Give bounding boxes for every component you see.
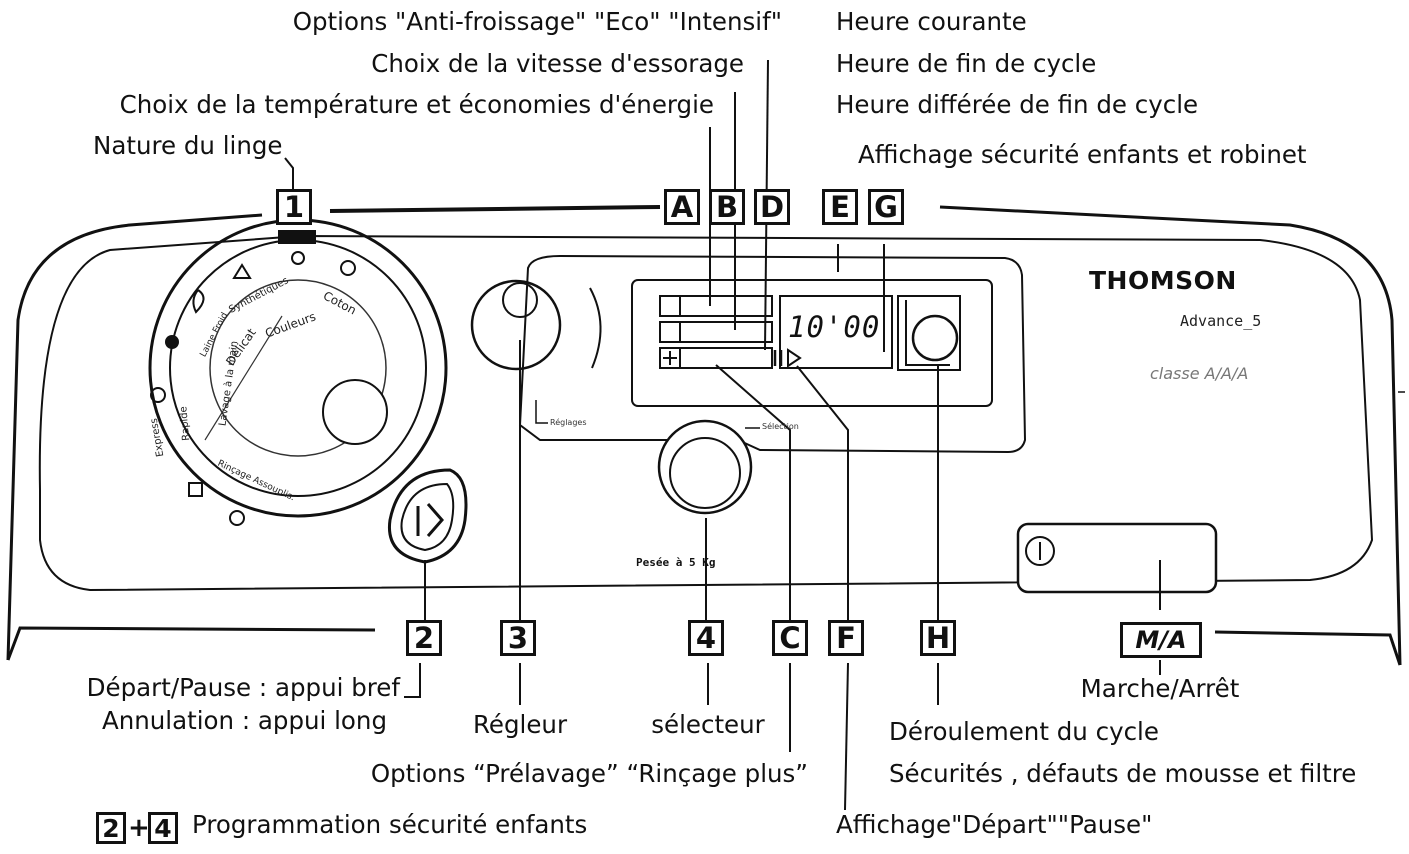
label-current-time: Heure courante [836, 7, 1027, 36]
callout-box-E: E [822, 189, 858, 225]
leader-lines [284, 59, 1161, 811]
callout-box-1: 1 [276, 189, 312, 225]
label-selector: sélecteur [651, 710, 765, 739]
lcd-icon-plus [659, 347, 681, 369]
machine-top-outline [6, 213, 263, 661]
leader-F [796, 365, 849, 625]
dial-symbol-2 [291, 251, 305, 265]
callout-box-F: F [828, 620, 864, 656]
label-regulator: Régleur [472, 710, 568, 739]
callout-box-MA: M/A [1120, 622, 1202, 658]
display-housing [518, 254, 1027, 454]
plus-sign: + [128, 813, 150, 843]
regulator-arc-arrow [589, 287, 602, 369]
program-dial-ring [169, 239, 427, 497]
selector-knob-inner [669, 437, 741, 509]
callout-box-2-small: 2 [96, 812, 126, 844]
regulator-reglages-bracket [535, 400, 548, 424]
label-display-start-pause: Affichage"Départ""Pause" [836, 810, 1153, 839]
callout-box-B: B [709, 189, 745, 225]
dial-symbol-spiral [229, 510, 245, 526]
weighing-label: Pesée à 5 Kg [636, 556, 716, 569]
leader-C [715, 364, 791, 625]
inner-panel-outline [38, 234, 1374, 592]
program-dial-knob [322, 379, 388, 445]
callout-box-G: G [868, 189, 904, 225]
label-child-lock-prog: Programmation sécurité enfants [192, 810, 588, 839]
lcd-drum-icon [911, 314, 959, 362]
selection-label: Sélection [762, 422, 799, 431]
brand-logo: THOMSON [1089, 266, 1237, 295]
dial-symbol-grid [188, 482, 203, 497]
callout-box-4-small: 4 [148, 812, 178, 844]
callout-box-C: C [772, 620, 808, 656]
bottom-ledge-left [6, 626, 376, 661]
start-pause-button-inner [400, 482, 455, 552]
energy-class: classe A/A/A [1150, 364, 1249, 383]
dial-symbol-leaf [192, 289, 205, 314]
label-laundry-type: Nature du linge [93, 131, 283, 160]
callout-box-4: 4 [688, 620, 724, 656]
label-start-pause: Départ/Pause : appui bref [86, 673, 400, 702]
model-name: Advance_5 [1180, 312, 1262, 330]
lcd-icon-thermo [659, 295, 681, 317]
callout-box-2: 2 [406, 620, 442, 656]
leader-Fb [844, 662, 849, 811]
callout-box-3: 3 [500, 620, 536, 656]
on-off-symbol-circle [1025, 536, 1055, 566]
regulator-knob-inner [502, 282, 538, 318]
label-child-lock-display: Affichage sécurité enfants et robinet [858, 140, 1307, 169]
lcd-play-triangle [787, 348, 802, 368]
dial-symbol-1 [340, 260, 356, 276]
lcd-frame [631, 279, 993, 407]
machine-top-outline-right [939, 205, 1402, 666]
label-temperature: Choix de la température et économies d'é… [119, 90, 714, 119]
label-safeties: Sécurités , défauts de mousse et filtre [889, 759, 1357, 788]
label-options-bottom: Options “Prélavage” “Rinçage plus” [370, 759, 808, 788]
label-cancel: Annulation : appui long [101, 706, 387, 735]
bottom-ledge-right [1214, 630, 1402, 666]
on-off-button-shape [1016, 522, 1218, 594]
regulator-knob-outer [470, 279, 562, 371]
label-spin-speed: Choix de la vitesse d'essorage [371, 49, 744, 78]
callout-box-A: A [664, 189, 700, 225]
leader-2b [404, 663, 421, 698]
label-end-time: Heure de fin de cycle [836, 49, 1097, 78]
dial-top-marker [278, 230, 316, 244]
lcd-clock-readout: 10'00 [788, 310, 881, 344]
start-pause-chevron [426, 503, 444, 537]
reglages-label: Réglages [550, 418, 587, 427]
program-dial-inner [209, 279, 387, 457]
top-edge-mid [329, 205, 661, 213]
callout-box-H: H [920, 620, 956, 656]
dial-symbol-triangle [232, 263, 252, 279]
lcd-icon-spin [659, 321, 681, 343]
dial-symbol-drop [150, 387, 166, 403]
label-options-top: Options "Anti-froissage" "Eco" "Intensif… [292, 7, 782, 36]
leader-1 [284, 157, 294, 198]
start-pause-button-shape [387, 468, 468, 564]
label-delayed-time: Heure différée de fin de cycle [836, 90, 1199, 119]
lcd-plus-sign [663, 351, 677, 365]
label-cycle-progress: Déroulement du cycle [889, 717, 1159, 746]
lcd-clock-window [779, 295, 893, 369]
dial-symbol-fan [165, 335, 179, 349]
callout-box-D: D [754, 189, 790, 225]
label-on-off: Marche/Arrêt [1080, 674, 1240, 703]
lcd-tap-icon [905, 300, 950, 366]
dial-divider [204, 315, 283, 441]
lcd-lock-window [897, 295, 961, 371]
